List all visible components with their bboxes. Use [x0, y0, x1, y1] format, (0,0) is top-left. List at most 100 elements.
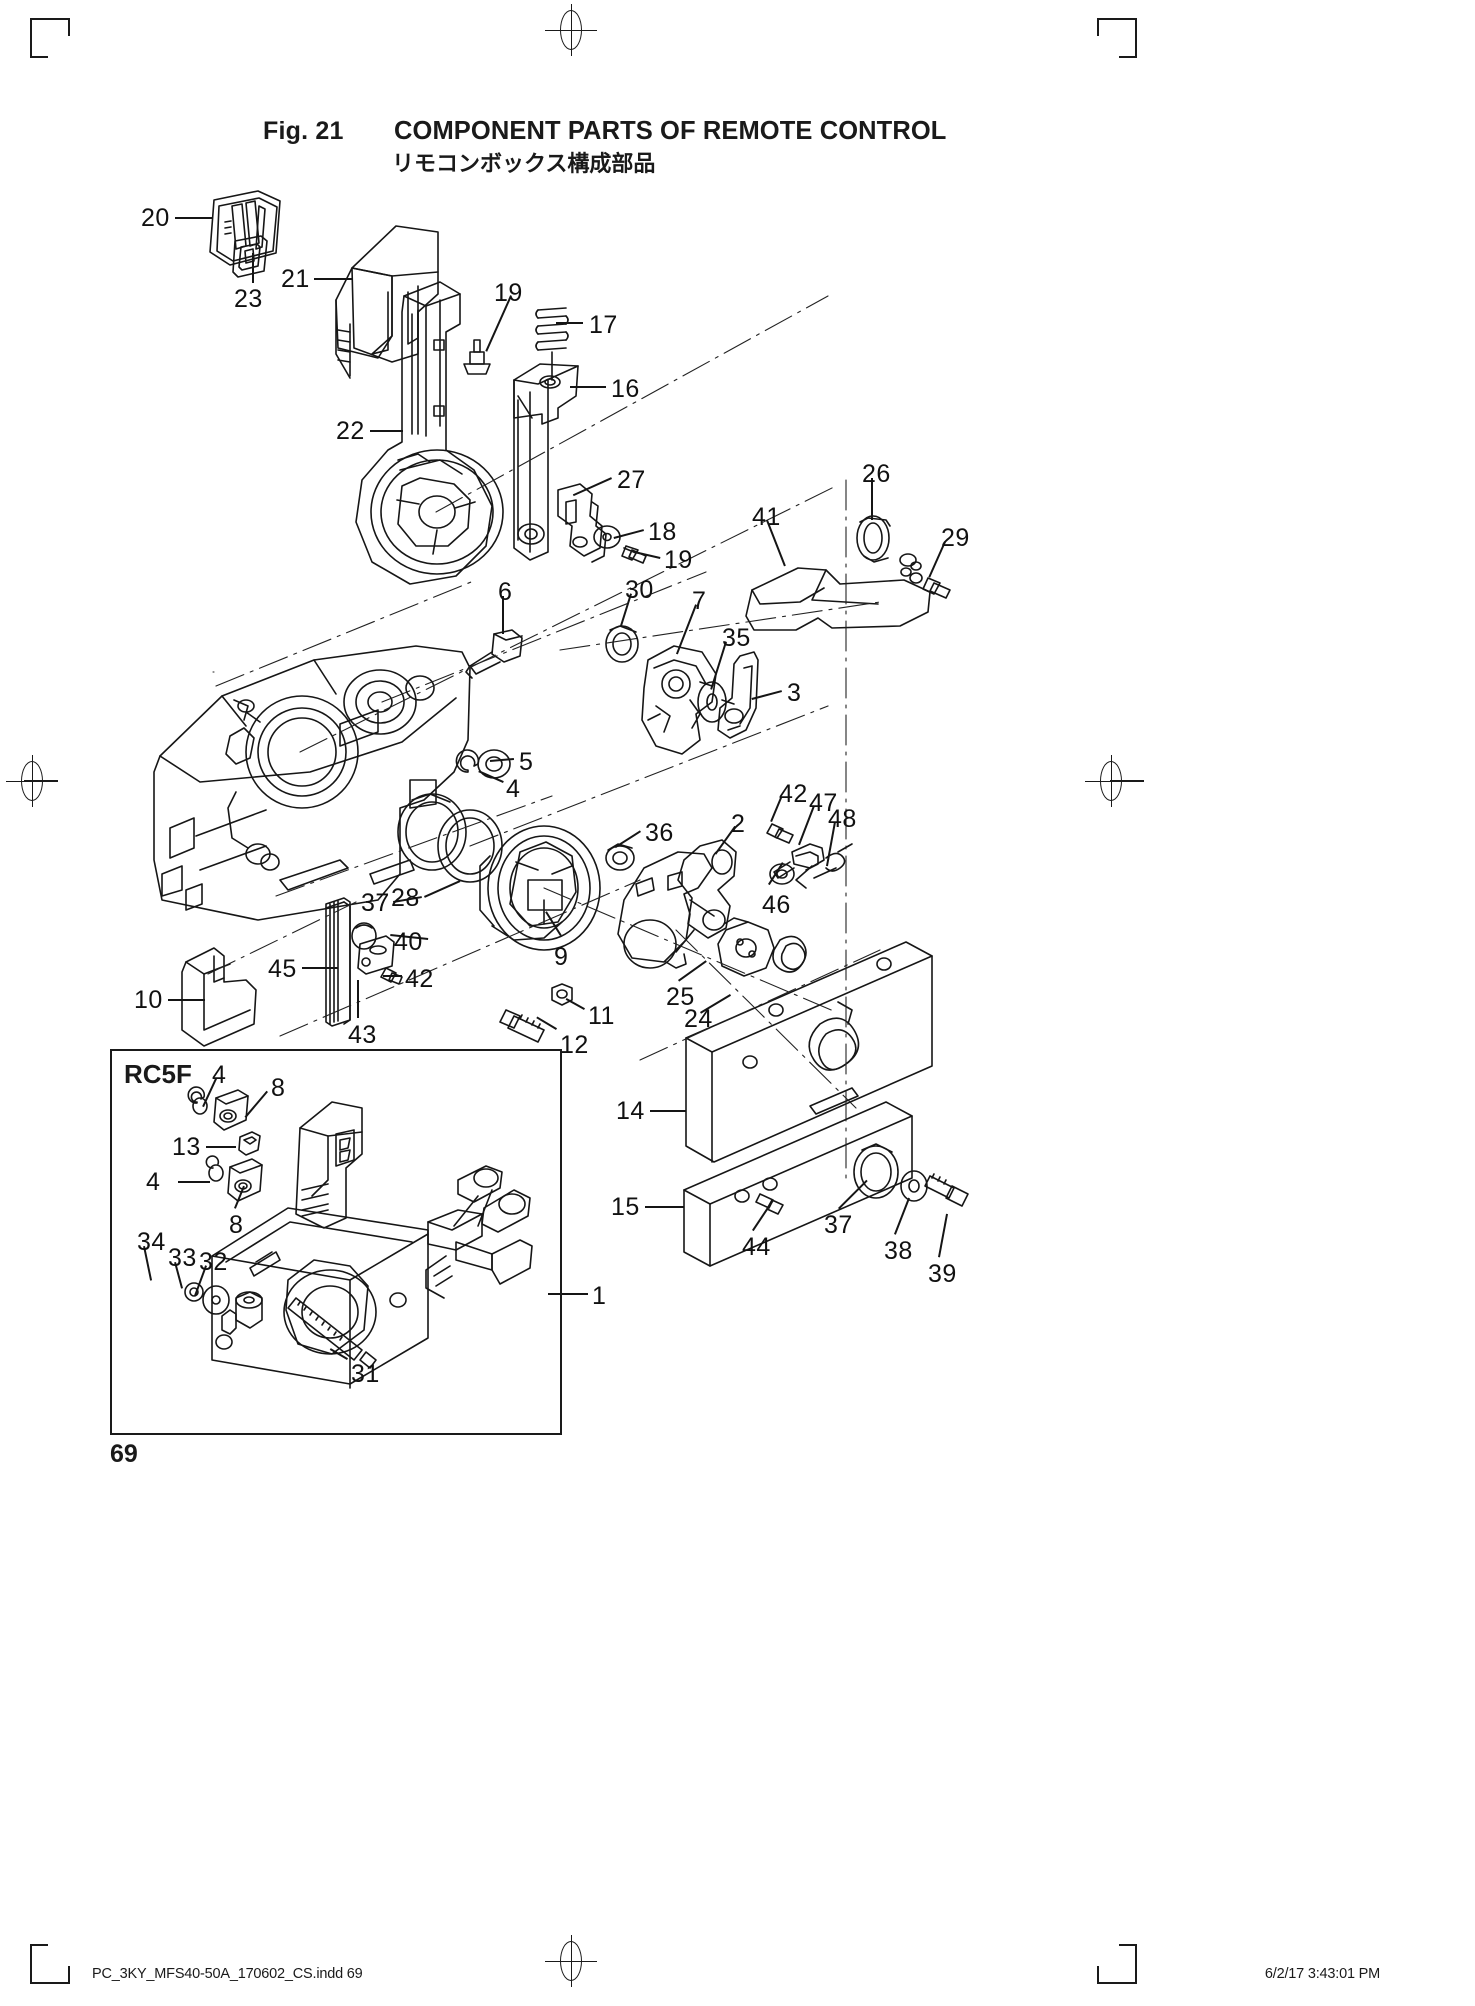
- leader-line: [357, 980, 359, 1018]
- callout-29: 29: [941, 524, 970, 552]
- leader-line: [566, 998, 585, 1010]
- callout-44: 44: [742, 1233, 771, 1261]
- callout-48: 48: [828, 805, 857, 833]
- part-24-cam: [718, 918, 774, 976]
- part-17-spring: [536, 308, 568, 380]
- leader-line: [556, 322, 583, 324]
- leader-line: [570, 386, 606, 388]
- registration-mark-bottom: [545, 1935, 597, 1987]
- callout-32: 32: [199, 1248, 228, 1276]
- leader-line: [613, 529, 644, 539]
- part-25-oring: [773, 936, 806, 972]
- leader-line: [645, 1206, 684, 1208]
- part-16-lever-bracket: [514, 364, 578, 560]
- part-43-plate: [358, 936, 394, 974]
- callout-2: 2: [731, 810, 746, 838]
- part-22-control-lever: [356, 282, 503, 584]
- leader-line: [314, 278, 352, 280]
- leader-line: [650, 1110, 686, 1112]
- part-38-washer-right: [901, 1171, 927, 1201]
- leader-line: [573, 477, 612, 496]
- part-12-bolt: [500, 1010, 544, 1042]
- fold-tick-right: [1110, 780, 1144, 782]
- callout-31: 31: [351, 1360, 380, 1388]
- part-4-circlip: [456, 750, 478, 772]
- callout-8: 8: [229, 1211, 244, 1239]
- callout-10: 10: [134, 986, 163, 1014]
- leader-line: [615, 830, 641, 848]
- leader-line: [383, 975, 402, 977]
- part-37-ring-left: [398, 794, 466, 870]
- callout-21: 21: [281, 265, 310, 293]
- callout-39: 39: [928, 1260, 957, 1288]
- callout-24: 24: [684, 1005, 713, 1033]
- part-27-link-plate: [558, 484, 606, 562]
- part-3-bracket: [718, 652, 758, 738]
- crop-mark-top-left: [30, 18, 84, 72]
- callout-37: 37: [361, 889, 390, 917]
- part-37-ring-right: [854, 1144, 898, 1198]
- part-2-link-arm: [618, 840, 736, 968]
- crop-mark-bottom-right: [1083, 1930, 1137, 1984]
- page-number: 69: [110, 1440, 138, 1468]
- leader-line: [634, 551, 661, 559]
- callout-9: 9: [554, 943, 569, 971]
- callout-1: 1: [592, 1282, 607, 1310]
- callout-28: 28: [391, 884, 420, 912]
- leader-line: [424, 880, 461, 898]
- callout-15: 15: [611, 1193, 640, 1221]
- leader-line: [206, 1146, 236, 1148]
- leader-line: [370, 430, 403, 432]
- callout-5: 5: [519, 748, 534, 776]
- callout-4: 4: [506, 775, 521, 803]
- leader-line: [751, 690, 782, 700]
- part-23-switch-button: [233, 236, 267, 277]
- part-41-cover-plate: [746, 554, 930, 630]
- callout-22: 22: [336, 417, 365, 445]
- callout-16: 16: [611, 375, 640, 403]
- part-42-screw-right: [767, 824, 793, 843]
- callout-27: 27: [617, 466, 646, 494]
- callout-40: 40: [394, 928, 423, 956]
- callout-4: 4: [146, 1168, 161, 1196]
- callout-20: 20: [141, 204, 170, 232]
- footer-filename: PC_3KY_MFS40-50A_170602_CS.indd 69: [92, 1966, 363, 1982]
- crop-mark-bottom-left: [30, 1930, 84, 1984]
- part-21-handle-cover: [336, 226, 438, 378]
- callout-41: 41: [752, 503, 781, 531]
- leader-line: [175, 217, 213, 219]
- callout-34: 34: [137, 1228, 166, 1256]
- part-9-drum: [480, 826, 600, 950]
- leader-line: [545, 911, 562, 936]
- leader-line: [678, 960, 707, 982]
- part-39-bolt: [925, 1174, 968, 1206]
- part-36-bushing: [606, 844, 634, 870]
- leader-line: [752, 1200, 774, 1231]
- part-45-rack: [326, 898, 350, 1026]
- callout-43: 43: [348, 1021, 377, 1049]
- callout-4: 4: [212, 1061, 227, 1089]
- callout-37: 37: [824, 1211, 853, 1239]
- part-7-cam-plate: [642, 646, 716, 754]
- page-subtitle-japanese: リモコンボックス構成部品: [392, 152, 656, 177]
- callout-8: 8: [271, 1074, 286, 1102]
- part-6-knob-shaft: [466, 630, 522, 678]
- callout-33: 33: [168, 1244, 197, 1272]
- callout-36: 36: [645, 819, 674, 847]
- callout-7: 7: [692, 587, 707, 615]
- callout-26: 26: [862, 460, 891, 488]
- callout-42: 42: [779, 780, 808, 808]
- callout-45: 45: [268, 955, 297, 983]
- page-title: COMPONENT PARTS OF REMOTE CONTROL: [394, 117, 947, 145]
- callout-30: 30: [625, 576, 654, 604]
- callout-19: 19: [664, 546, 693, 574]
- callout-3: 3: [787, 679, 802, 707]
- leader-line: [536, 1016, 557, 1030]
- leader-line: [894, 1198, 910, 1235]
- leader-line: [252, 253, 254, 283]
- callout-42: 42: [405, 965, 434, 993]
- callout-6: 6: [498, 578, 513, 606]
- callout-12: 12: [560, 1031, 589, 1059]
